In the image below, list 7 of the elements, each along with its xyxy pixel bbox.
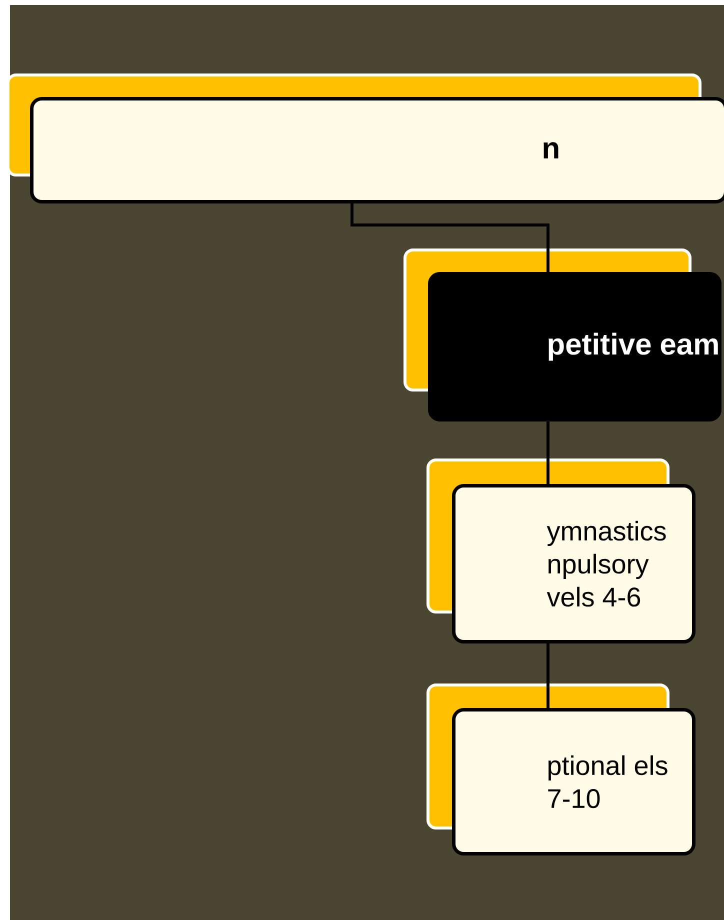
connector-line [546, 644, 550, 708]
org-chart-box: n [6, 74, 724, 204]
connector-line [350, 204, 550, 272]
org-chart-box: ptional els 7-10 [426, 684, 696, 856]
connector-line [546, 422, 550, 484]
org-chart-box: petitive eam [404, 248, 722, 422]
org-chart-box: ymnastics npulsory vels 4-6 [426, 458, 696, 644]
